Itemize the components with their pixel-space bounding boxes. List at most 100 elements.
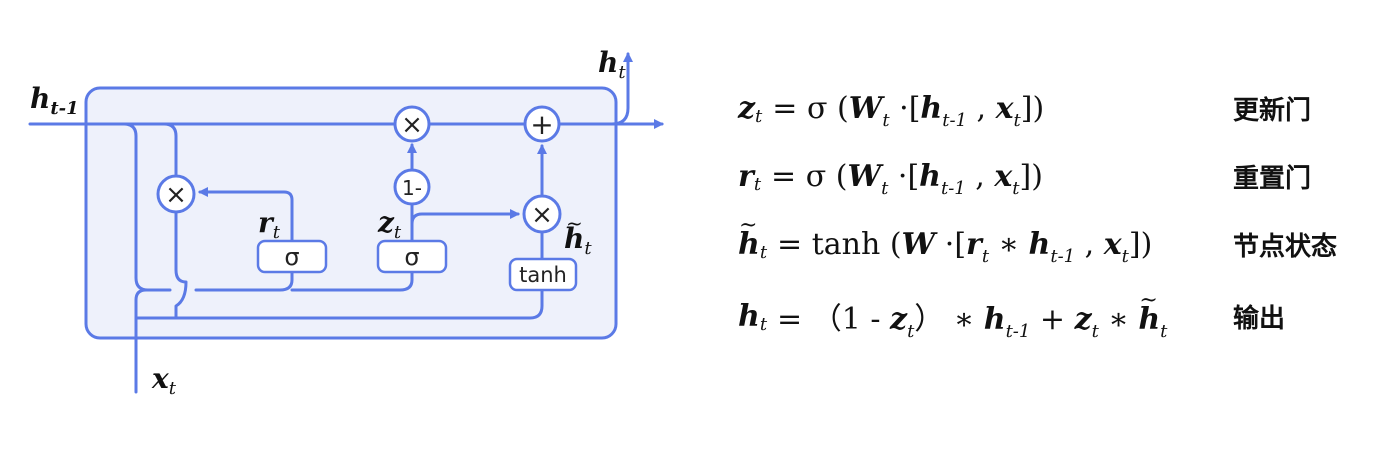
- eq-part: h: [1028, 226, 1051, 262]
- add-top-op: +: [530, 108, 553, 141]
- eq-lhs: h: [738, 226, 760, 262]
- eq-part: = tanh (: [777, 226, 902, 262]
- eq-part: ]): [1128, 226, 1153, 262]
- eq-part: ·[: [888, 158, 920, 194]
- eq-lhs-sub: t: [759, 241, 768, 263]
- eq-lhs: h: [738, 298, 760, 334]
- eq-part: t: [907, 321, 915, 342]
- eq-lhs-sub: t: [755, 105, 763, 127]
- sigma-r-label: σ: [284, 243, 299, 271]
- z-label: zt: [377, 206, 402, 243]
- eq-part: t: [1012, 177, 1020, 199]
- eq-part: = σ (: [772, 90, 849, 126]
- h-tilde-label: ht: [564, 222, 592, 259]
- eq-part: x: [994, 158, 1013, 194]
- equation-reset-name: 重置门: [1233, 163, 1312, 194]
- eq-part: ,: [1075, 226, 1104, 262]
- mult-candidate-circle: [522, 194, 562, 234]
- eq-part: x: [1103, 226, 1122, 262]
- eq-part: h: [1138, 302, 1161, 337]
- x-to-sigma-r: [194, 270, 294, 292]
- eq-lhs: z: [738, 90, 756, 126]
- eq-part: t: [882, 109, 890, 131]
- sigma-z-label: σ: [404, 243, 419, 271]
- eq-part: W: [847, 158, 882, 194]
- eq-part: ·[: [889, 90, 921, 126]
- eq-part: ·[: [935, 226, 967, 262]
- mult-reset-op: ×: [165, 180, 187, 210]
- eq-part: +: [1030, 302, 1075, 337]
- h-branch-reset: [122, 122, 150, 292]
- eq-part: = （1 -: [777, 302, 891, 337]
- sigma-z-box: [376, 239, 448, 274]
- x-to-sigma-z: [290, 270, 414, 292]
- eq-part: ,: [965, 158, 995, 194]
- h-out-line: [610, 52, 633, 126]
- h-out-label: ht: [598, 46, 626, 83]
- eq-part: ∗: [1098, 302, 1139, 337]
- tanh-box: [508, 257, 578, 292]
- eq-part: t: [1121, 245, 1129, 267]
- one-minus-op: 1-: [402, 176, 422, 200]
- eq-lhs: r: [738, 158, 754, 194]
- eq-rhs: = σ (Wt ·[ht-1 , xt]): [772, 90, 1045, 131]
- eq-rhs: = （1 - zt） ∗ ht-1 + zt ∗ ~ht: [777, 288, 1167, 342]
- eq-part: h: [983, 302, 1006, 337]
- eq-part: ]): [1020, 90, 1045, 126]
- h-branch-mult: [162, 122, 178, 177]
- eq-part: t: [981, 245, 990, 267]
- eq-part: h: [919, 158, 941, 194]
- equation-candidate-name: 节点状态: [1233, 231, 1338, 262]
- eq-part: ]): [1019, 158, 1043, 194]
- add-top-circle: [523, 105, 561, 143]
- eq-part: z: [890, 302, 908, 337]
- eq-rhs: = tanh (W ·[rt ∗ ht-1 , xt]): [777, 226, 1153, 267]
- eq-lhs-tilde: ~h: [738, 212, 760, 262]
- eq-part: x: [995, 90, 1014, 126]
- eq-part: t: [881, 177, 889, 199]
- mult-top-circle: [393, 105, 431, 143]
- r-to-mult: [198, 187, 294, 242]
- x-branch-1: [134, 288, 544, 320]
- mult-top-op: ×: [401, 110, 423, 140]
- sigma-r-box: [256, 239, 328, 274]
- mult-candidate-op: ×: [531, 200, 553, 230]
- eq-part: t: [1091, 321, 1099, 342]
- eq-part: W: [901, 226, 936, 262]
- x-input-label: xt: [151, 362, 177, 399]
- equation-output-name: 输出: [1233, 303, 1286, 334]
- eq-part: z: [1074, 302, 1092, 337]
- eq-part: t-1: [940, 177, 966, 199]
- z-to-candidate-mult: [410, 209, 520, 242]
- h-branch-low: [174, 210, 188, 320]
- eq-part: ∗: [989, 226, 1029, 262]
- eq-part: r: [966, 226, 982, 262]
- eq-rhs: = σ (Wt ·[ht-1 , xt]): [771, 158, 1043, 199]
- one-minus-circle: [393, 168, 431, 206]
- r-label: rt: [258, 206, 281, 243]
- gru-cell-diagram: × × + 1- × σ σ tanh ht-1 ht xt rt zt ~ h…: [28, 46, 664, 399]
- eq-part: t: [1013, 109, 1021, 131]
- eq-tilde: ~h: [1138, 288, 1161, 337]
- h-prev-label: ht-1: [30, 82, 79, 119]
- eq-part: t: [1160, 321, 1168, 342]
- equation-update-name: 更新门: [1233, 95, 1312, 126]
- eq-part: ） ∗: [914, 302, 984, 337]
- eq-part: = σ (: [771, 158, 848, 194]
- eq-part: t-1: [1005, 321, 1031, 342]
- mult-reset-circle: [156, 174, 196, 214]
- eq-part: ,: [967, 90, 996, 126]
- tanh-label: tanh: [519, 263, 567, 287]
- h-tilde-mark: ~: [566, 211, 583, 235]
- eq-lhs-sub: t: [753, 173, 762, 195]
- eq-part: t-1: [942, 109, 967, 131]
- eq-part: h: [920, 90, 943, 126]
- eq-part: t-1: [1050, 245, 1076, 267]
- eq-part: W: [848, 90, 883, 126]
- gru-cell-box: [84, 86, 618, 340]
- eq-lhs-sub: t: [759, 313, 768, 335]
